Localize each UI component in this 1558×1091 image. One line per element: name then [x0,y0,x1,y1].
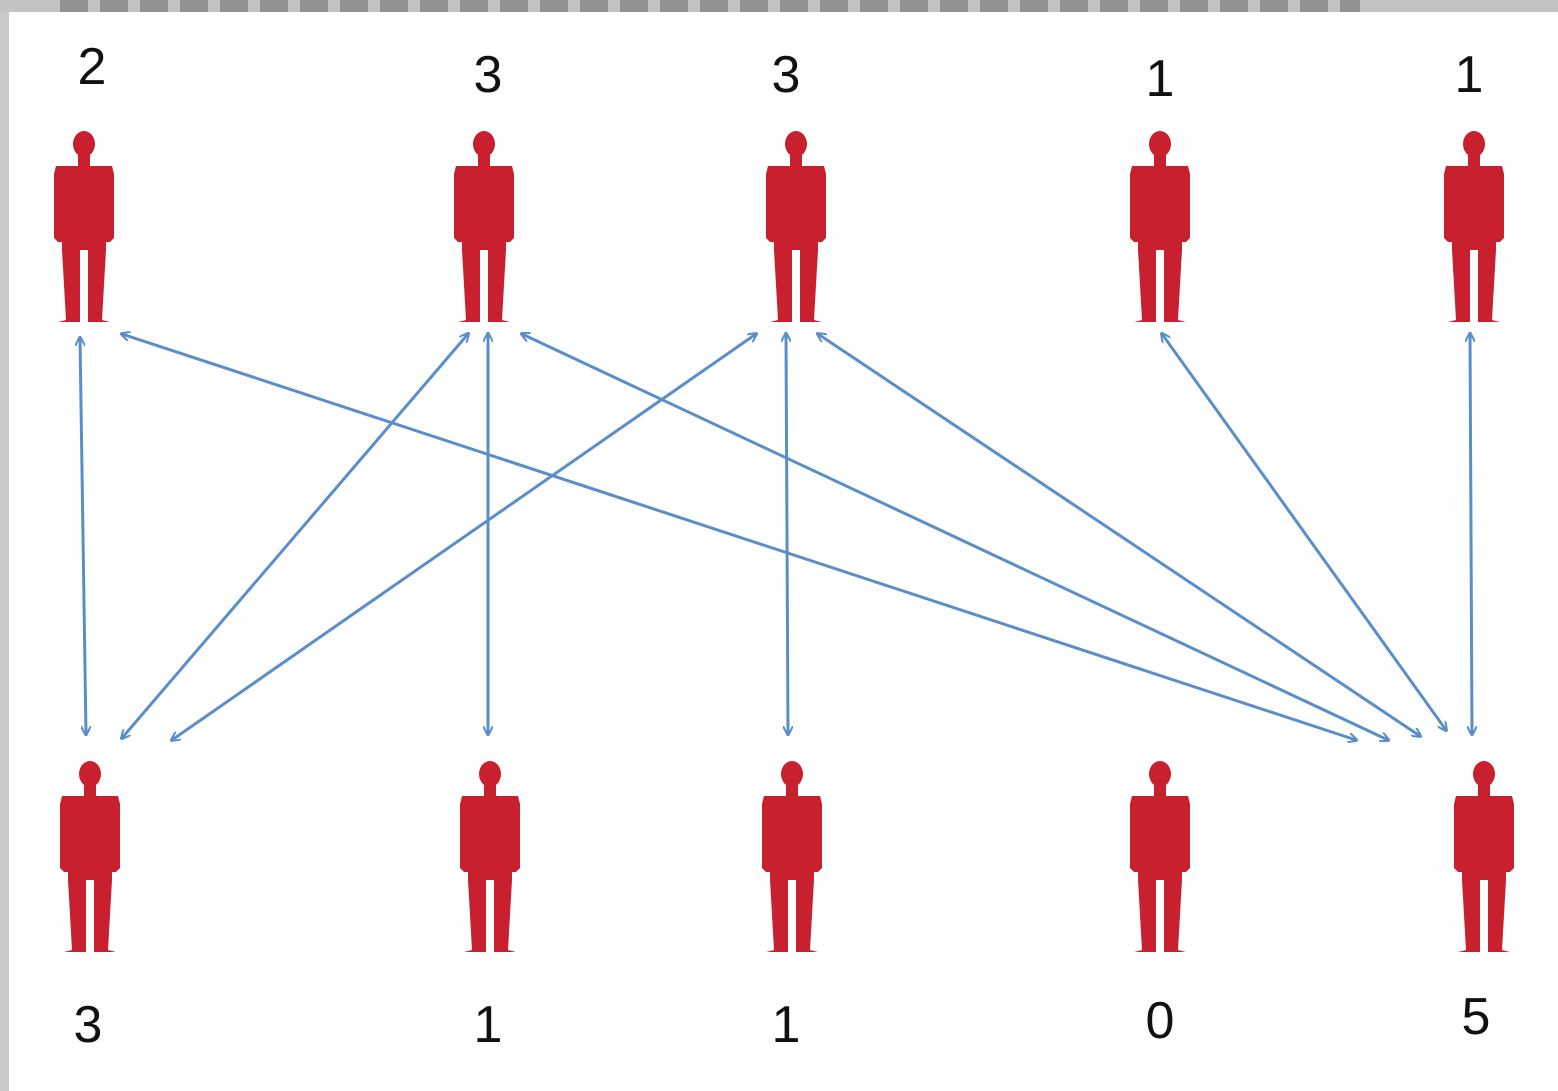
top-degree-label-4: 1 [1146,50,1175,108]
bottom-degree-label-4: 0 [1146,992,1175,1050]
window-frame-left [0,0,9,1091]
person-icon-top-3 [766,131,826,322]
edge-top-3-bottom-5 [818,334,1420,736]
person-icon-bottom-3 [762,761,822,952]
person-icon-top-2 [454,131,514,322]
top-degree-label-5: 1 [1455,46,1484,104]
top-degree-label-3: 3 [772,46,801,104]
edge-top-3-bottom-1 [172,334,756,740]
edge-top-1-bottom-5 [122,334,1356,740]
bottom-degree-label-2: 1 [474,996,503,1054]
person-icon-top-1 [54,131,114,322]
person-icon-top-5 [1444,131,1504,322]
clipped-title-strip [0,0,1558,12]
person-icon-bottom-2 [460,761,520,952]
edge-top-2-bottom-1 [122,334,468,738]
edges-layer [80,334,1472,740]
edge-top-4-bottom-5 [1162,334,1446,730]
top-degree-label-1: 2 [78,38,107,96]
person-icon-top-4 [1130,131,1190,322]
edge-top-3-bottom-3 [786,334,788,734]
bottom-degree-label-3: 1 [772,996,801,1054]
bottom-degree-label-5: 5 [1462,988,1491,1046]
people-layer [54,131,1514,952]
edge-top-2-bottom-5 [522,334,1388,740]
bottom-degree-label-1: 3 [74,996,103,1054]
edge-top-1-bottom-1 [80,338,86,734]
top-degree-label-2: 3 [474,46,503,104]
person-icon-bottom-1 [60,761,120,952]
person-icon-bottom-5 [1454,761,1514,952]
edge-top-5-bottom-5 [1470,334,1472,734]
person-icon-bottom-4 [1130,761,1190,952]
